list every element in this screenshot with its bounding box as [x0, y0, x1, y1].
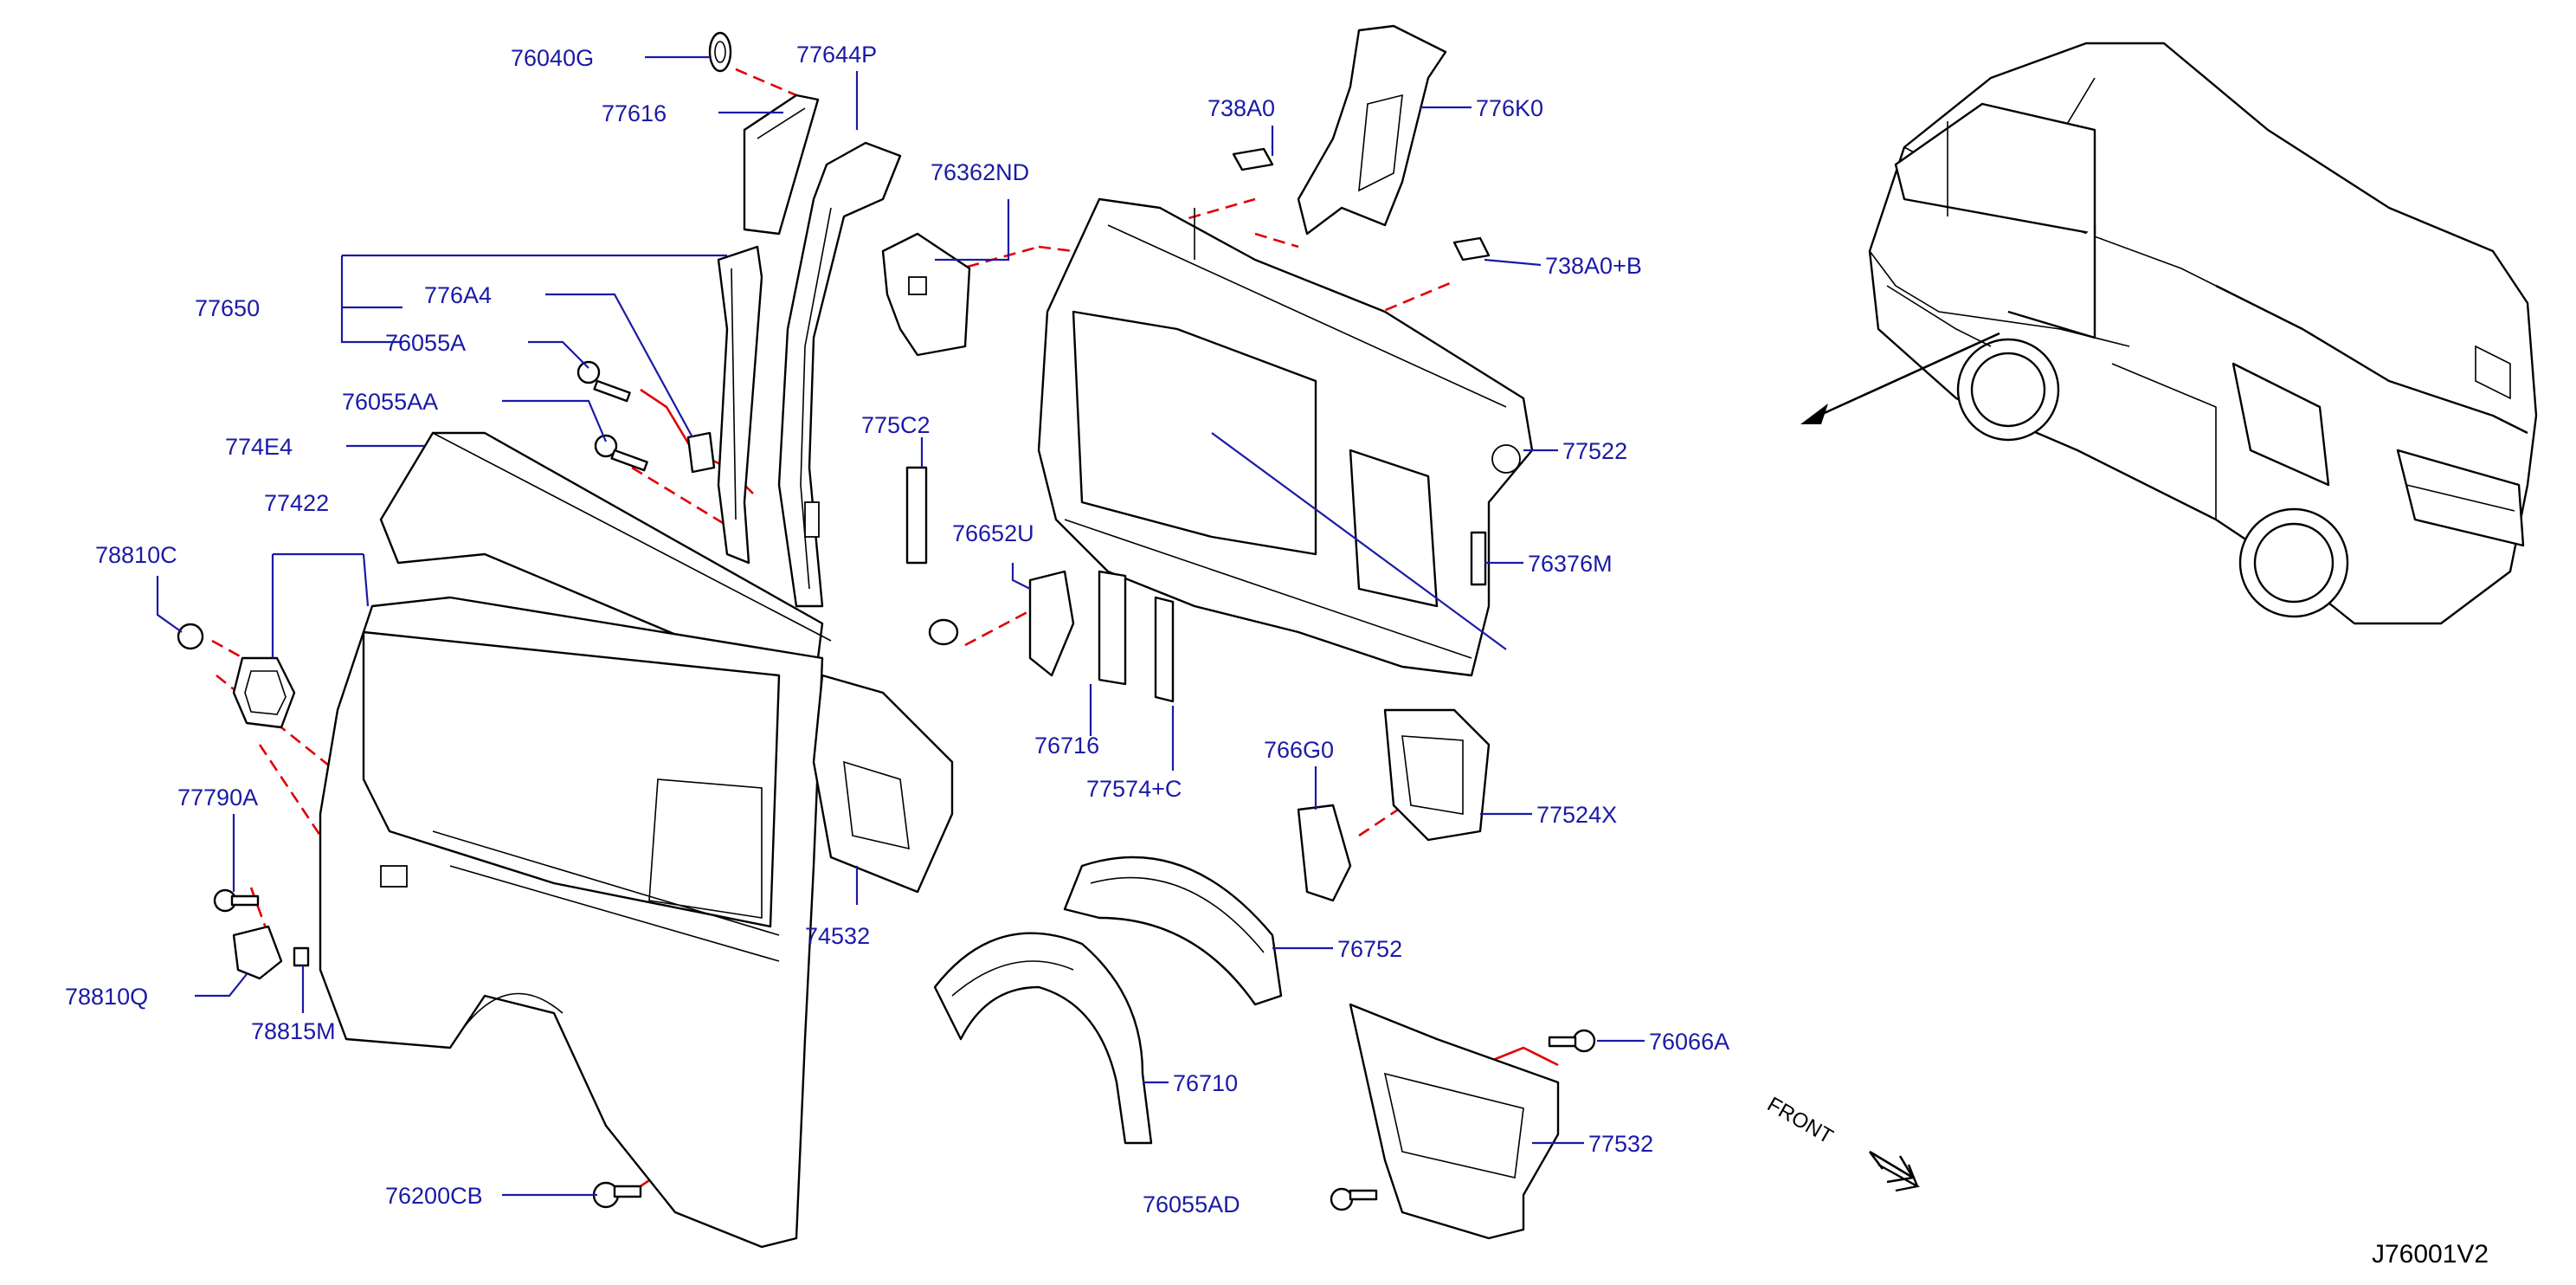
part-76066A-bolt — [1548, 1029, 1596, 1053]
part-77522-inner-side-panel — [1037, 197, 1534, 677]
label-76200CB: 76200CB — [385, 1183, 483, 1209]
part-76055A-bolt — [576, 360, 631, 403]
label-76716: 76716 — [1034, 733, 1099, 759]
label-77524X: 77524X — [1536, 802, 1617, 828]
part-77790A-bolt — [213, 888, 260, 913]
label-775C2: 775C2 — [861, 412, 931, 438]
label-77522: 77522 — [1562, 438, 1627, 464]
label-776K0: 776K0 — [1476, 95, 1543, 121]
part-76752-wheelhouse-outer — [1063, 856, 1283, 1006]
part-76362ND-bracket — [881, 232, 971, 357]
label-78810Q: 78810Q — [65, 984, 148, 1010]
part-76652U-bracket — [1028, 570, 1075, 677]
part-78810C-fuel-door — [232, 656, 296, 729]
front-direction-indicator: FRONT — [1763, 1093, 1921, 1192]
part-738A0-pad — [1232, 147, 1274, 171]
label-776A4: 776A4 — [424, 282, 492, 308]
label-774E4: 774E4 — [225, 434, 293, 460]
part-78815M-clip — [293, 946, 310, 967]
label-77790A: 77790A — [177, 785, 258, 810]
part-78810Q-lid — [232, 925, 283, 980]
label-77650: 77650 — [195, 295, 260, 321]
diagram-code: J76001V2 — [2372, 1240, 2489, 1269]
label-76652U: 76652U — [952, 520, 1034, 546]
label-77532: 77532 — [1588, 1131, 1653, 1157]
label-76066A: 76066A — [1649, 1029, 1729, 1055]
label-77422: 77422 — [264, 490, 329, 516]
label-738A0: 738A0 — [1208, 95, 1275, 121]
part-76376M-clip — [1470, 531, 1487, 586]
label-77616: 77616 — [602, 100, 667, 126]
part-77644P-pillar-inner — [777, 141, 902, 608]
part-76055AD-bolt — [1330, 1187, 1378, 1211]
label-766G0: 766G0 — [1264, 737, 1334, 763]
part-77616-pillar-upper — [743, 94, 820, 236]
label-76362ND: 76362ND — [931, 159, 1029, 185]
part-77422-body-side-outer — [319, 596, 824, 1249]
label-78810C: 78810C — [95, 542, 177, 568]
part-738A0B-pad — [1452, 236, 1491, 262]
part-78810C-fastener — [177, 623, 204, 650]
label-738A0B: 738A0+B — [1545, 253, 1642, 279]
part-labels: 76040G 77644P 77616 76362ND 738A0 776K0 … — [65, 42, 1729, 1217]
part-76055AA-bolt — [594, 434, 648, 472]
part-776A4-bracket — [686, 431, 716, 474]
part-776K0-rear-pillar — [1297, 24, 1447, 236]
label-77574C: 77574+C — [1086, 776, 1182, 802]
part-77532-lower-panel — [1349, 1003, 1560, 1240]
label-78815M: 78815M — [251, 1018, 336, 1044]
label-77644P: 77644P — [796, 42, 877, 68]
part-77650-pillar-outer — [717, 245, 763, 565]
label-76055AA: 76055AA — [342, 389, 438, 415]
label-76055A: 76055A — [385, 330, 466, 356]
front-arrow-icon — [1868, 1150, 1915, 1184]
part-77524X-panel — [1383, 708, 1491, 842]
part-766G0-gusset — [1297, 804, 1352, 902]
front-label: FRONT — [1763, 1093, 1837, 1149]
part-76200CB-bolt — [592, 1181, 642, 1209]
part-74532-quarter-inner — [812, 674, 954, 894]
label-74532: 74532 — [805, 923, 870, 949]
leader-lines — [156, 55, 1645, 1197]
part-77574C-reinforce — [1154, 596, 1175, 703]
van-illustration — [1800, 42, 2538, 625]
label-76710: 76710 — [1173, 1070, 1238, 1096]
label-76040G: 76040G — [511, 45, 594, 71]
part-76716-reinforce — [1098, 570, 1127, 686]
label-76752: 76752 — [1337, 936, 1402, 962]
part-76040G-grommet — [708, 31, 732, 73]
label-76376M: 76376M — [1528, 551, 1613, 577]
part-76362-grommet — [928, 618, 959, 646]
part-76710-wheelhouse-inner — [933, 932, 1153, 1145]
part-775C2-bracket — [905, 466, 928, 565]
label-76055AD: 76055AD — [1143, 1191, 1240, 1217]
